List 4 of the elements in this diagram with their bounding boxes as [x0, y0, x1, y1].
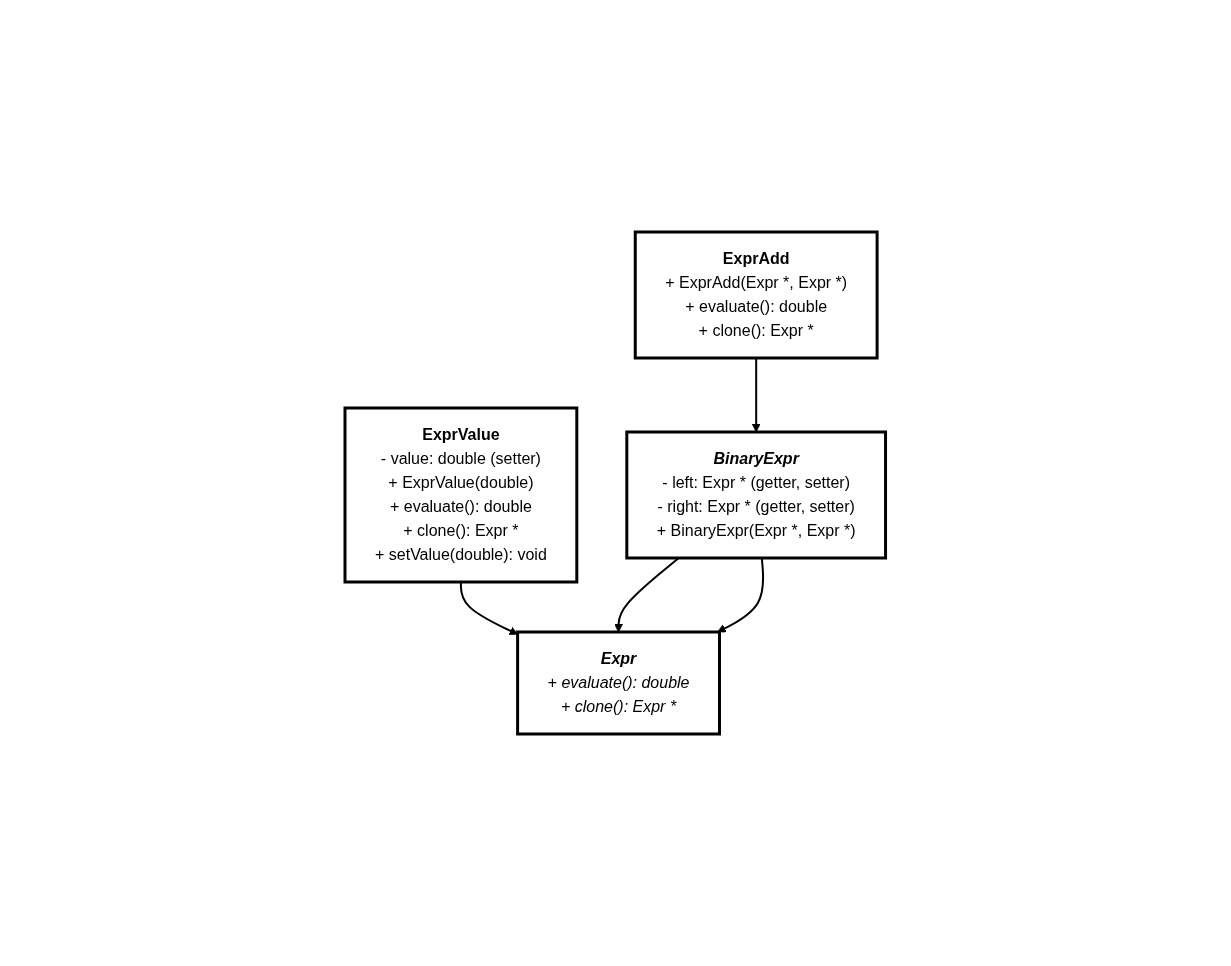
node-box: ExprValue - value: double (setter) + ExprValue(double) + evaluate(): double + clone(): Expr * + setValue(double): void [343, 406, 579, 584]
node-box: ExprAdd + ExprAdd(Expr *, Expr *) + evaluate(): double + clone(): Expr * [634, 230, 879, 360]
node-box: Expr + evaluate(): double + clone(): Expr * [516, 630, 722, 736]
node-box: BinaryExpr - left: Expr * (getter, setter) - right: Expr * (getter, setter) + BinaryExpr(Expr *, Expr *) [625, 430, 888, 560]
